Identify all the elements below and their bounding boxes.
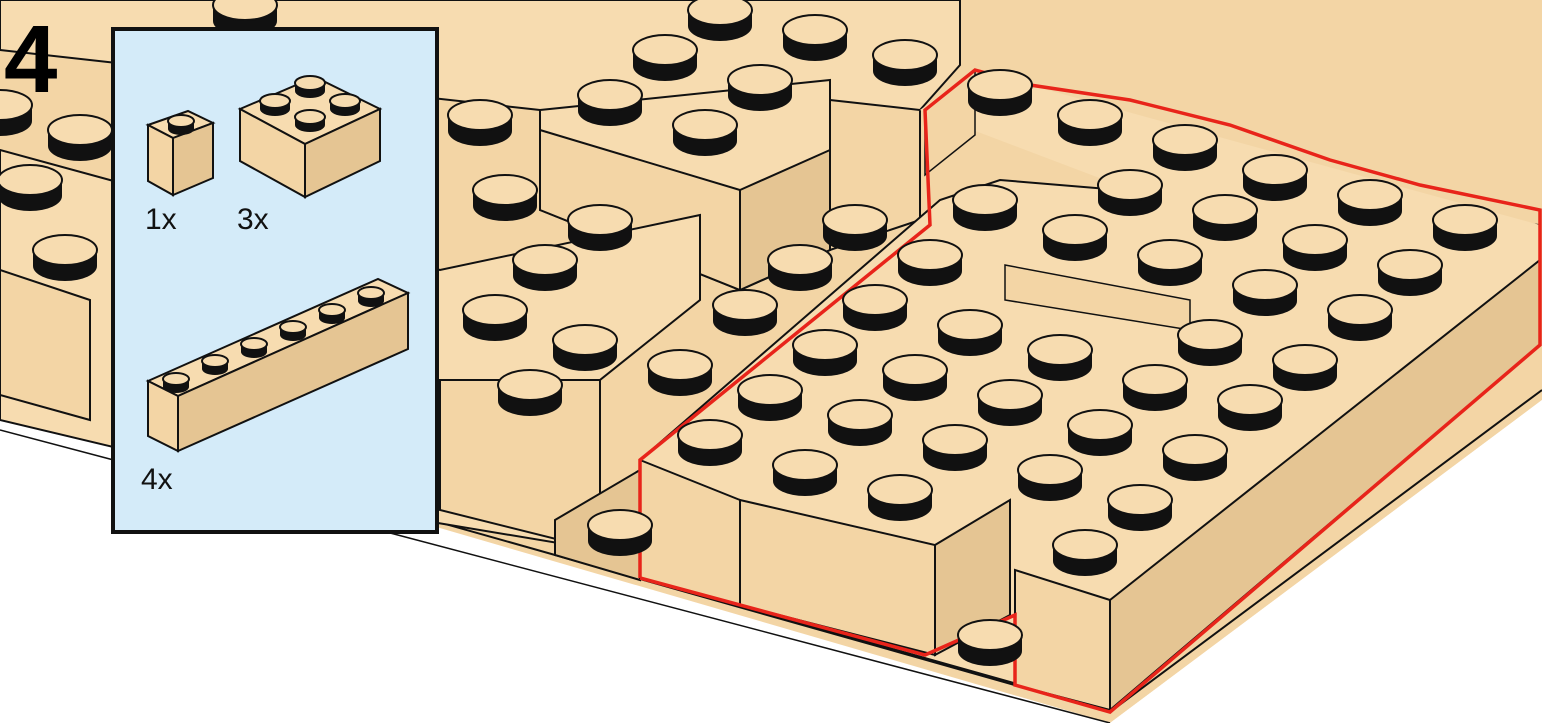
brick-1x6-icon: [145, 277, 411, 453]
brick-1x1-icon: [145, 109, 216, 197]
brick-2x2-icon: [237, 75, 383, 199]
part-quantity-1x1: 1x: [145, 203, 177, 236]
part-quantity-1x6: 4x: [141, 463, 173, 496]
parts-list-panel: 1x 3x: [111, 27, 439, 534]
part-brick-2x2: [235, 69, 385, 204]
part-quantity-2x2: 3x: [237, 203, 269, 236]
step-number: 4: [4, 6, 58, 113]
part-brick-1x1: [143, 103, 223, 203]
part-brick-1x6: [143, 271, 413, 461]
